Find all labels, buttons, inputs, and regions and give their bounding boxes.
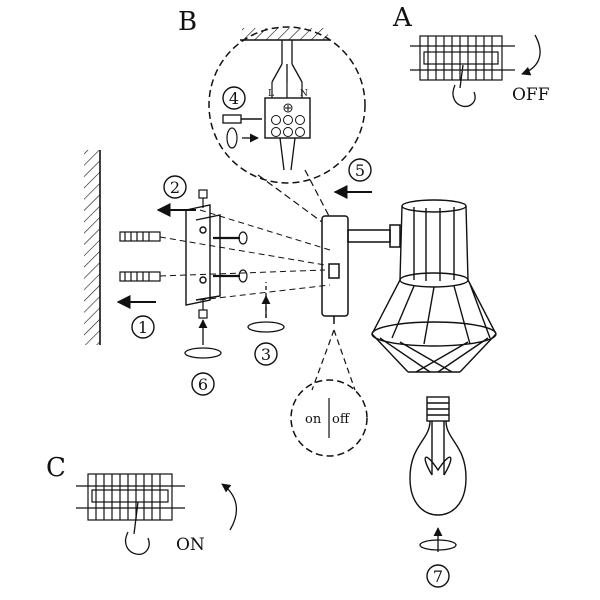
- step-circle-1: [131, 315, 155, 339]
- light-bulb: [409, 396, 467, 516]
- step-circle-7: [426, 564, 450, 588]
- section-label-c: C: [46, 453, 66, 483]
- step-circle-4: [222, 86, 246, 110]
- section-label-a: A: [392, 3, 413, 33]
- switch-on-label: on: [305, 412, 322, 427]
- step-circle-6: [191, 372, 215, 396]
- alignment-lines: [159, 209, 331, 301]
- step-number-3: 3: [261, 345, 271, 364]
- breaker-off-label: OFF: [512, 85, 550, 105]
- step-7-rotation: [419, 527, 457, 552]
- step-circle-2: [163, 175, 187, 199]
- lamp-base: [321, 215, 401, 324]
- step-6-rotation: [184, 319, 222, 359]
- step-number-2: 2: [170, 178, 180, 197]
- wall: [84, 150, 101, 345]
- step-number-1: 1: [138, 318, 148, 337]
- breaker-panel-off: [410, 34, 541, 108]
- step-number-6: 6: [198, 375, 208, 394]
- switch-leader-lines: [311, 329, 356, 391]
- detail-leader-lines: [257, 169, 331, 223]
- step-3-rotation: [247, 282, 285, 333]
- step-number-7: 7: [433, 567, 443, 586]
- terminal-label-l: L: [268, 89, 274, 99]
- cage-shade: [371, 199, 497, 373]
- step-number-4: 4: [229, 89, 239, 108]
- breaker-panel-on: [76, 473, 238, 555]
- section-label-b: B: [178, 7, 197, 37]
- switch-off-label: off: [332, 412, 351, 427]
- wall-plugs: [119, 231, 161, 282]
- mounting-bracket: [185, 204, 221, 306]
- junction-detail-circle: [208, 26, 366, 184]
- switch-detail-circle: [290, 379, 368, 457]
- step-circle-3: [254, 342, 278, 366]
- step-circle-5: [348, 158, 372, 182]
- step-number-5: 5: [355, 161, 365, 180]
- bracket-screws: [198, 189, 248, 319]
- breaker-on-label: ON: [176, 535, 205, 555]
- terminal-label-n: N: [300, 89, 308, 99]
